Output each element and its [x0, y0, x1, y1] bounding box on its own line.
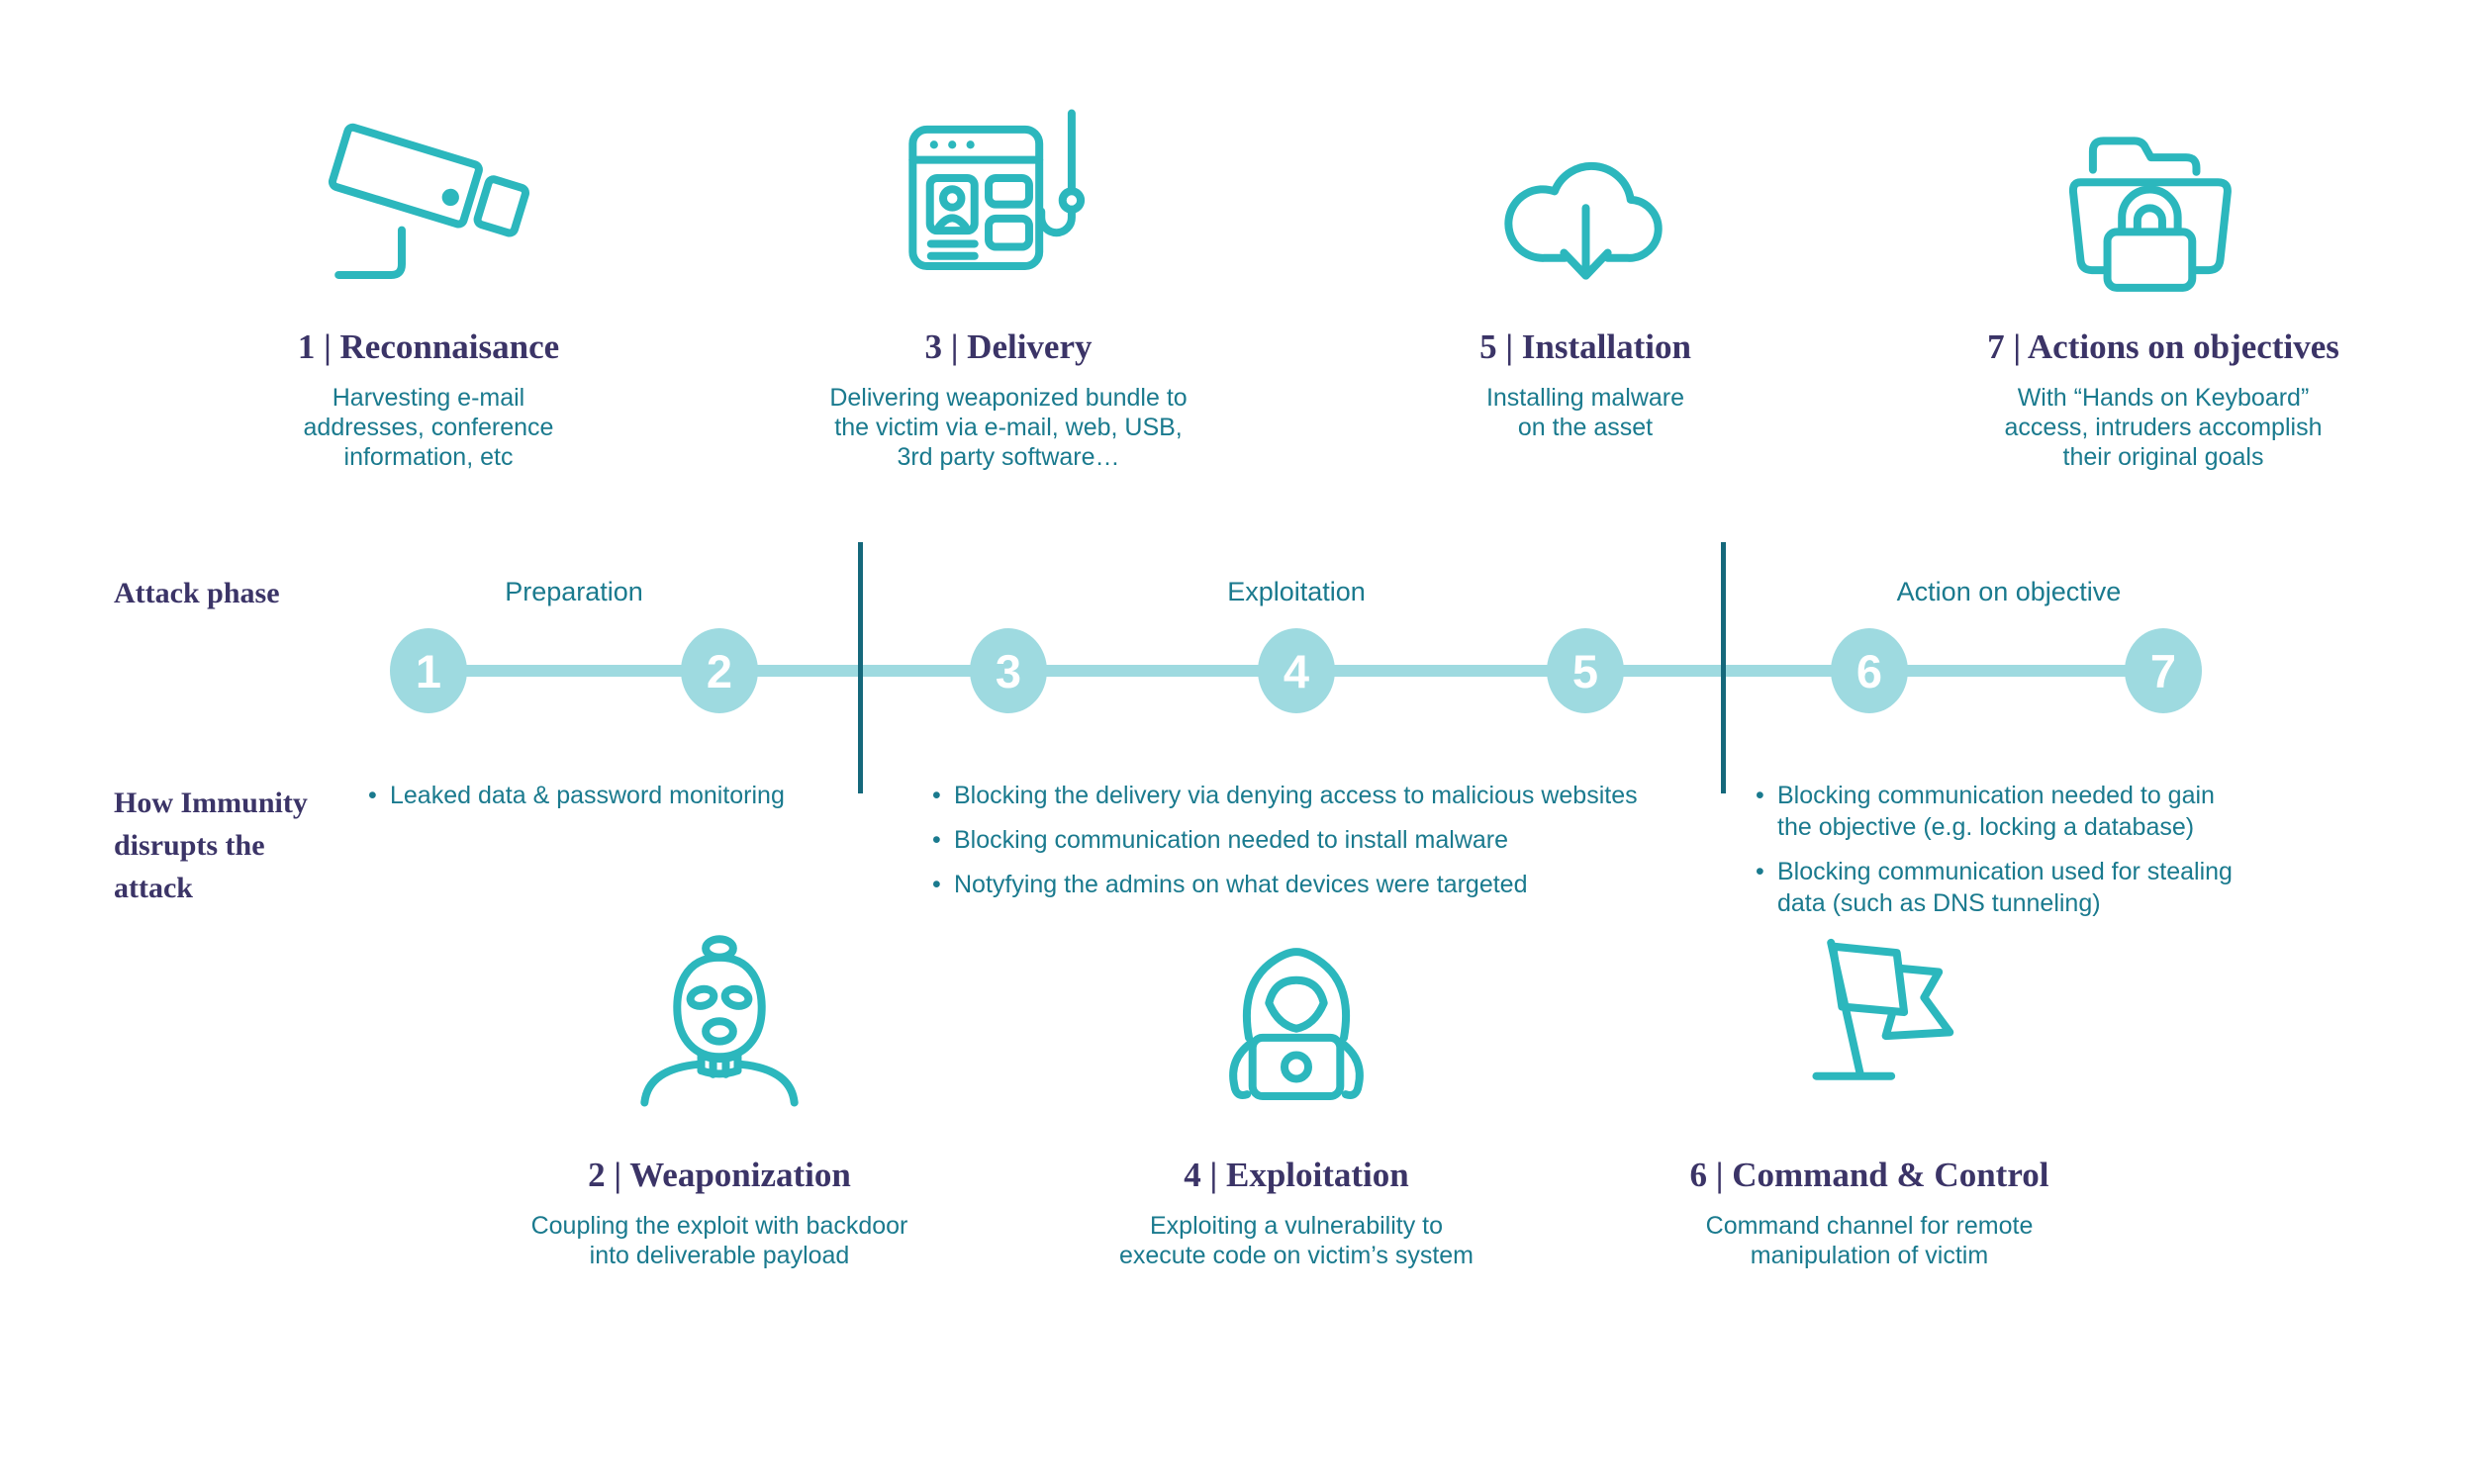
- step-title: 3 | Delivery: [924, 327, 1093, 366]
- attack-phase-label: Attack phase: [114, 577, 280, 609]
- timeline-step-4: 4: [1258, 628, 1335, 713]
- security-camera-icon: [310, 104, 547, 302]
- cloud-download-icon: [1479, 104, 1692, 302]
- disruption-list-preparation: Leaked data & password monitoring: [366, 780, 901, 824]
- step-number: 6: [1856, 644, 1883, 697]
- step-number: 7: [2149, 644, 2177, 697]
- phase-label-exploitation: Exploitation: [1227, 577, 1366, 606]
- step-title: 7 | Actions on objectives: [1987, 327, 2339, 366]
- timeline-step-3: 3: [970, 628, 1047, 713]
- step-title: 4 | Exploitation: [1184, 1156, 1409, 1194]
- disruption-bullet: Notyfying the admins on what devices wer…: [930, 869, 1712, 900]
- step-description: Command channel for remote manipulation …: [1705, 1212, 2034, 1269]
- step-description: Delivering weaponized bundle to the vict…: [829, 384, 1188, 471]
- timeline-step-6: 6: [1831, 628, 1908, 713]
- disruption-bullet: Blocking communication needed to gain th…: [1754, 780, 2357, 843]
- step-description: With “Hands on Keyboard” access, intrude…: [2004, 384, 2323, 471]
- step-description: Coupling the exploit with backdoor into …: [530, 1212, 908, 1269]
- step-number: 4: [1283, 644, 1310, 697]
- step-7-actions-on-objectives: 7 | Actions on objectives With “Hands on…: [1886, 89, 2440, 472]
- step-title: 1 | Reconnaisance: [297, 327, 560, 366]
- disruption-list-exploitation: Blocking the delivery via denying access…: [930, 780, 1712, 913]
- step-1-reconnaissance: 1 | Reconnaisance Harvesting e-mail addr…: [151, 89, 706, 472]
- step-number: 1: [415, 644, 442, 697]
- disruption-bullet: Blocking communication used for stealing…: [1754, 856, 2357, 919]
- disruption-bullet: Blocking communication needed to install…: [930, 824, 1712, 856]
- step-number: 5: [1571, 644, 1599, 697]
- timeline-step-1: 1: [390, 628, 467, 713]
- step-description: Exploiting a vulnerability to execute co…: [1118, 1212, 1475, 1269]
- hacker-laptop-icon: [1202, 930, 1390, 1108]
- disruption-bullet: Leaked data & password monitoring: [366, 780, 901, 811]
- phase-divider-1: [858, 542, 863, 793]
- phase-label-action-on-objective: Action on objective: [1896, 577, 2122, 606]
- step-2-weaponization: 2 | Weaponization Coupling the exploit w…: [442, 938, 997, 1270]
- timeline-step-5: 5: [1547, 628, 1624, 713]
- step-number: 2: [706, 644, 733, 697]
- step-5-installation: 5 | Installation Installing malware on t…: [1308, 89, 1862, 442]
- command-flag-icon: [1775, 930, 1963, 1108]
- disruption-bullet: Blocking the delivery via denying access…: [930, 780, 1712, 811]
- balaclava-icon: [625, 930, 813, 1108]
- step-title: 6 | Command & Control: [1689, 1156, 2049, 1194]
- step-description: Installing malware on the asset: [1485, 384, 1685, 441]
- step-4-exploitation: 4 | Exploitation Exploiting a vulnerabil…: [1019, 938, 1573, 1270]
- phase-divider-2: [1721, 542, 1726, 793]
- step-title: 2 | Weaponization: [588, 1156, 851, 1194]
- phase-label-preparation: Preparation: [505, 577, 643, 606]
- phishing-browser-icon: [898, 99, 1120, 302]
- step-number: 3: [995, 644, 1022, 697]
- locked-folder-icon: [2049, 99, 2277, 302]
- disruption-list-action-on-objective: Blocking communication needed to gain th…: [1754, 780, 2357, 932]
- timeline-step-7: 7: [2125, 628, 2202, 713]
- step-3-delivery: 3 | Delivery Delivering weaponized bundl…: [731, 89, 1285, 472]
- step-description: Harvesting e-mail addresses, conference …: [303, 384, 554, 471]
- timeline-step-2: 2: [681, 628, 758, 713]
- step-title: 5 | Installation: [1479, 327, 1691, 366]
- step-6-command-and-control: 6 | Command & Control Command channel fo…: [1592, 938, 2146, 1270]
- disruption-label: How Immunity disrupts the attack: [114, 787, 308, 904]
